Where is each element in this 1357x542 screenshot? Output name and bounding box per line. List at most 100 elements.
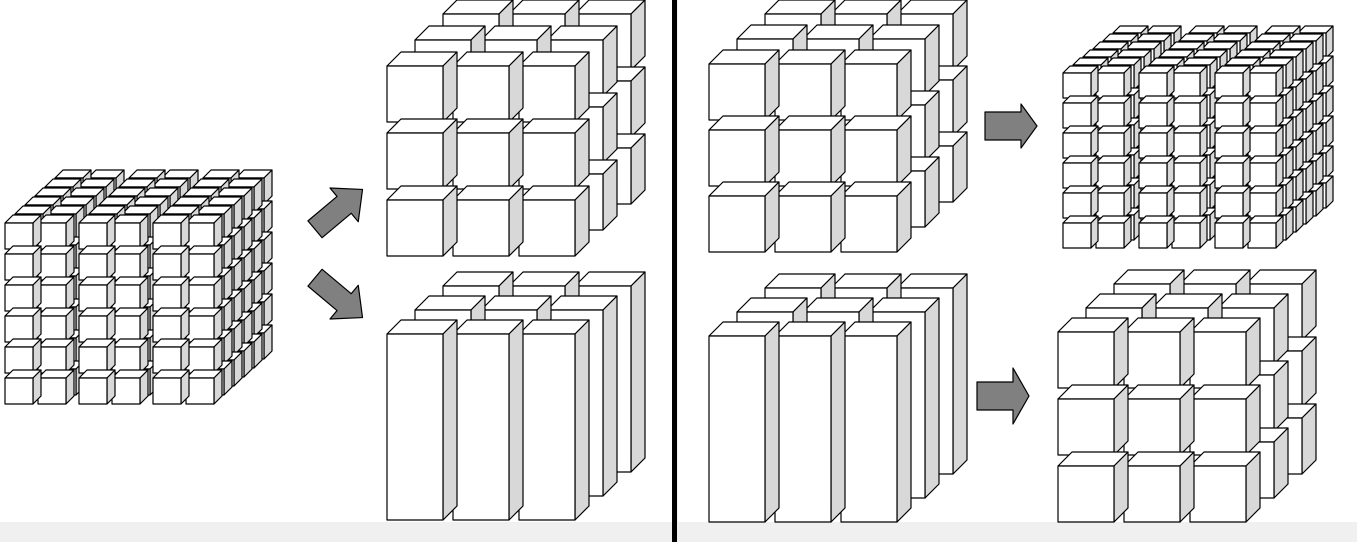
block-front-face bbox=[186, 254, 214, 280]
block-front-face bbox=[1172, 103, 1200, 128]
block bbox=[38, 246, 74, 280]
block-front-face bbox=[186, 378, 214, 404]
block-front-face bbox=[387, 66, 443, 122]
block-front-face bbox=[38, 347, 66, 373]
block-front-face bbox=[153, 285, 181, 311]
block-side-face bbox=[509, 320, 523, 520]
result-column-grid bbox=[387, 272, 645, 520]
block bbox=[775, 182, 845, 252]
block bbox=[519, 186, 589, 256]
block bbox=[1248, 216, 1283, 248]
block bbox=[38, 339, 74, 373]
block-front-face bbox=[709, 64, 765, 120]
block bbox=[1139, 126, 1174, 158]
block bbox=[1139, 66, 1174, 98]
block-front-face bbox=[775, 336, 831, 522]
block bbox=[1248, 126, 1283, 158]
block-front-face bbox=[1190, 466, 1246, 522]
block-front-face bbox=[1248, 163, 1276, 188]
block bbox=[1096, 156, 1131, 188]
block-front-face bbox=[519, 66, 575, 122]
block bbox=[709, 182, 779, 252]
block bbox=[1215, 156, 1250, 188]
block bbox=[1248, 66, 1283, 98]
block bbox=[1172, 216, 1207, 248]
block-front-face bbox=[709, 196, 765, 252]
block bbox=[1096, 66, 1131, 98]
arrow-bottom-split bbox=[977, 368, 1029, 424]
block-front-face bbox=[519, 334, 575, 520]
block-front-face bbox=[709, 130, 765, 186]
block-side-face bbox=[603, 296, 617, 496]
block-front-face bbox=[5, 378, 33, 404]
block-front-face bbox=[153, 254, 181, 280]
block-front-face bbox=[1124, 466, 1180, 522]
block bbox=[186, 370, 222, 404]
block bbox=[1190, 318, 1260, 388]
block bbox=[1096, 186, 1131, 218]
block bbox=[1215, 216, 1250, 248]
block-side-face bbox=[831, 322, 845, 522]
block-front-face bbox=[153, 378, 181, 404]
block bbox=[841, 50, 911, 120]
block bbox=[519, 320, 589, 520]
block-front-face bbox=[453, 200, 509, 256]
block-front-face bbox=[1063, 133, 1091, 158]
block bbox=[453, 320, 523, 520]
block bbox=[387, 119, 457, 189]
block bbox=[1172, 126, 1207, 158]
block bbox=[1096, 216, 1131, 248]
block bbox=[79, 246, 115, 280]
block-front-face bbox=[453, 66, 509, 122]
block-front-face bbox=[1058, 466, 1114, 522]
block bbox=[153, 308, 189, 342]
block-front-face bbox=[186, 316, 214, 342]
block-front-face bbox=[112, 316, 140, 342]
block-front-face bbox=[153, 316, 181, 342]
block bbox=[153, 277, 189, 311]
block-front-face bbox=[1215, 163, 1243, 188]
block-front-face bbox=[1248, 103, 1276, 128]
block-front-face bbox=[775, 64, 831, 120]
block-front-face bbox=[79, 347, 107, 373]
block bbox=[79, 308, 115, 342]
block-front-face bbox=[1215, 133, 1243, 158]
block-front-face bbox=[1139, 133, 1167, 158]
block-front-face bbox=[1063, 103, 1091, 128]
block bbox=[5, 339, 41, 373]
block-front-face bbox=[1172, 163, 1200, 188]
block-front-face bbox=[79, 254, 107, 280]
block bbox=[1190, 452, 1260, 522]
block bbox=[186, 339, 222, 373]
block bbox=[186, 308, 222, 342]
block bbox=[1058, 318, 1128, 388]
block-front-face bbox=[112, 223, 140, 249]
block bbox=[153, 339, 189, 373]
block bbox=[1248, 186, 1283, 218]
block bbox=[1063, 186, 1098, 218]
block bbox=[709, 50, 779, 120]
block bbox=[5, 215, 41, 249]
block-front-face bbox=[186, 223, 214, 249]
block-front-face bbox=[38, 378, 66, 404]
block bbox=[1215, 96, 1250, 128]
block-front-face bbox=[453, 334, 509, 520]
block bbox=[387, 320, 457, 520]
block bbox=[841, 182, 911, 252]
block-front-face bbox=[1063, 73, 1091, 98]
block bbox=[1139, 96, 1174, 128]
block bbox=[1096, 126, 1131, 158]
block bbox=[1124, 452, 1194, 522]
block-front-face bbox=[387, 334, 443, 520]
block-side-face bbox=[925, 298, 939, 498]
block bbox=[1063, 96, 1098, 128]
block bbox=[112, 277, 148, 311]
block bbox=[1139, 156, 1174, 188]
block bbox=[186, 215, 222, 249]
block bbox=[5, 370, 41, 404]
block bbox=[5, 308, 41, 342]
block-front-face bbox=[1172, 193, 1200, 218]
top-input-cube-grid bbox=[709, 0, 967, 252]
block-front-face bbox=[1063, 163, 1091, 188]
block bbox=[1172, 66, 1207, 98]
